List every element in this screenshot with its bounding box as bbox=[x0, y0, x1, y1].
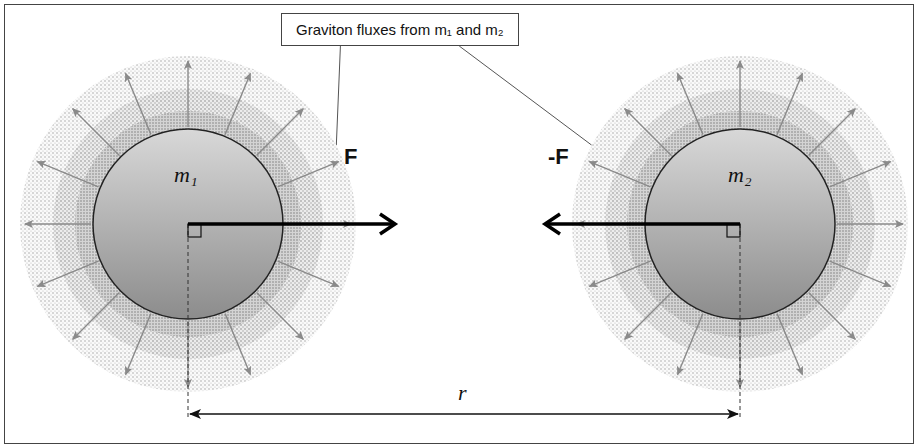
dimension-line bbox=[190, 413, 738, 414]
flux-arrow bbox=[625, 293, 672, 340]
flux-arrow bbox=[225, 73, 250, 134]
flux-arrow bbox=[678, 314, 703, 375]
flux-arrow bbox=[830, 162, 891, 187]
distance-label: r bbox=[458, 380, 467, 406]
flux-arrow bbox=[777, 73, 802, 134]
mass-sphere: m₂ bbox=[572, 56, 908, 392]
right-angle-mark bbox=[727, 224, 740, 237]
mass-sphere: m₁ bbox=[20, 56, 356, 392]
flux-arrow bbox=[37, 162, 98, 187]
mass-label: m₂ bbox=[728, 162, 752, 188]
flux-arrow bbox=[25, 223, 91, 224]
mass-sphere-drawing bbox=[572, 56, 908, 392]
flux-arrow bbox=[678, 73, 703, 134]
callout-box: Graviton fluxes from m₁ and m₂ bbox=[281, 13, 519, 46]
flux-arrow bbox=[837, 223, 903, 224]
flux-arrow bbox=[187, 61, 188, 127]
flux-arrow bbox=[126, 73, 151, 134]
flux-arrow bbox=[73, 109, 120, 156]
center-dash-line bbox=[740, 224, 741, 420]
mass-label: m₁ bbox=[174, 162, 198, 188]
flux-arrow bbox=[739, 61, 740, 127]
flux-arrow bbox=[830, 261, 891, 286]
leader-line bbox=[336, 46, 340, 145]
flux-arrow bbox=[126, 314, 151, 375]
leader-line bbox=[459, 46, 591, 145]
flux-arrow bbox=[625, 109, 672, 156]
mass-sphere-drawing bbox=[20, 56, 356, 392]
force-arrowhead bbox=[380, 214, 395, 234]
callout-text: Graviton fluxes from m₁ and m₂ bbox=[296, 21, 504, 38]
flux-arrow bbox=[257, 109, 304, 156]
flux-arrow bbox=[777, 314, 802, 375]
flux-arrow bbox=[589, 261, 650, 286]
flux-arrow bbox=[589, 162, 650, 187]
force-label: F bbox=[344, 144, 357, 170]
frame bbox=[5, 5, 914, 444]
flux-arrow bbox=[809, 293, 856, 340]
force-arrow bbox=[547, 222, 740, 226]
center-dash-line bbox=[188, 224, 189, 420]
flux-arrow bbox=[278, 261, 339, 286]
force-arrowhead bbox=[545, 214, 560, 234]
flux-arrow bbox=[809, 109, 856, 156]
right-angle-mark bbox=[188, 224, 201, 237]
flux-arrow bbox=[257, 293, 304, 340]
force-arrow bbox=[188, 222, 393, 226]
force-label: -F bbox=[548, 144, 569, 170]
flux-arrow bbox=[37, 261, 98, 286]
flux-arrow bbox=[73, 293, 120, 340]
flux-arrow bbox=[278, 162, 339, 187]
flux-arrow bbox=[225, 314, 250, 375]
